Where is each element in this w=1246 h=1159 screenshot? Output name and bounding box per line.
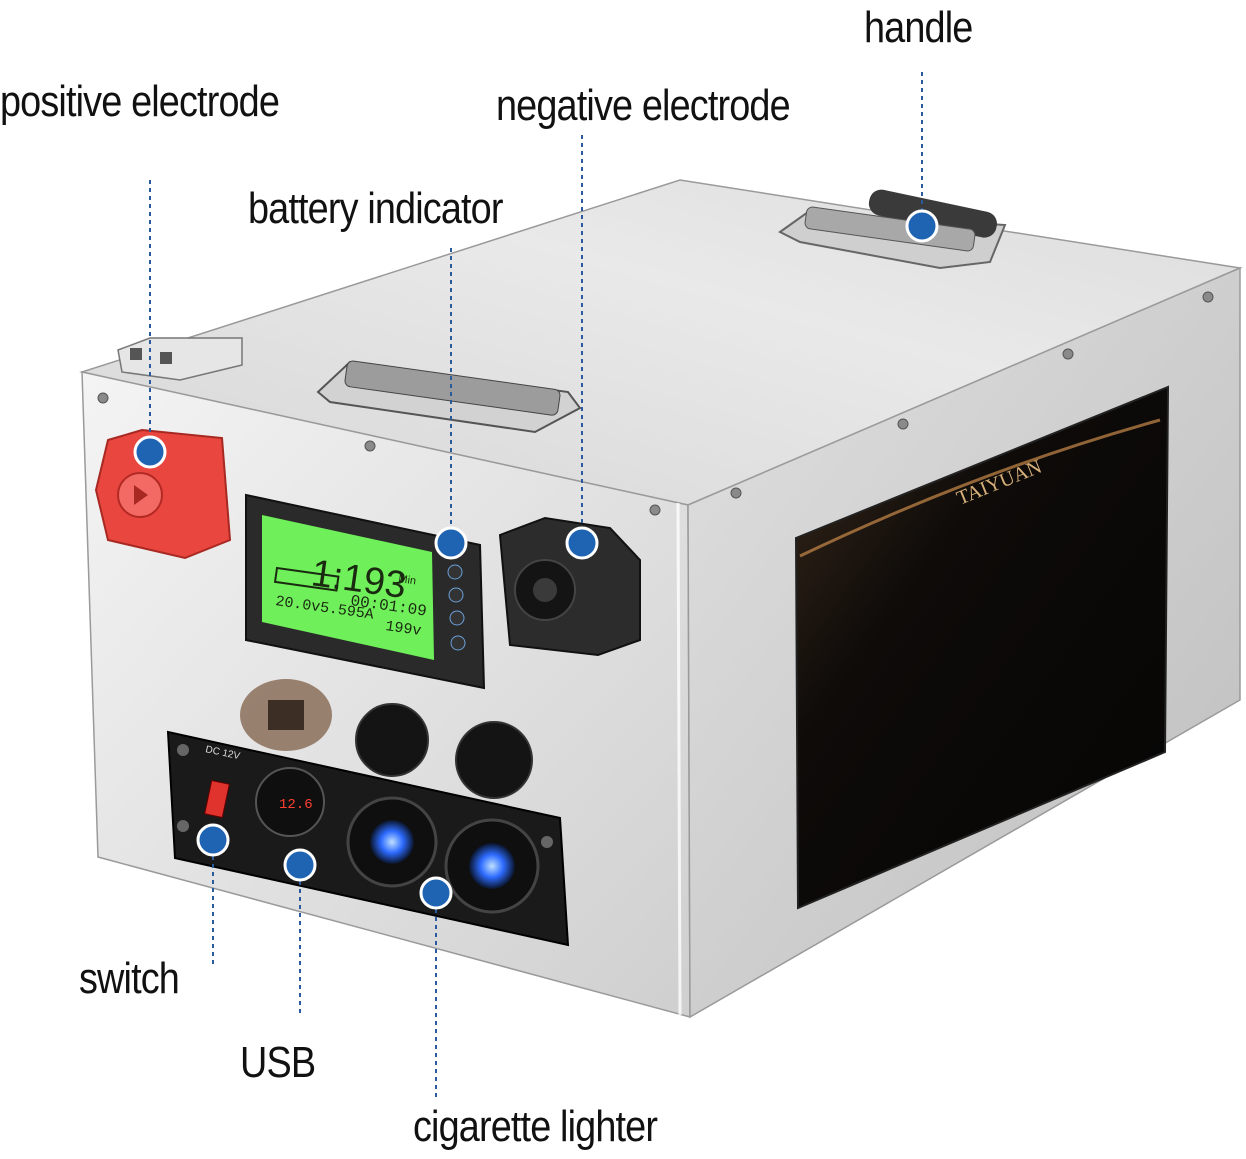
label-switch: switch bbox=[79, 954, 180, 1003]
markers bbox=[133, 209, 939, 910]
positive-terminal bbox=[94, 428, 232, 560]
handle-marker bbox=[905, 209, 939, 243]
handle-back bbox=[778, 189, 1007, 270]
label-cigarette-lighter: cigarette lighter bbox=[413, 1102, 658, 1151]
label-positive-electrode: positive electrode bbox=[0, 77, 280, 126]
svg-text:199v: 199v bbox=[384, 618, 422, 640]
battery-display: 1:193 Min 00:01:09 20.0v5.595A 199v bbox=[245, 493, 486, 690]
label-negative-electrode: negative electrode bbox=[496, 81, 791, 130]
leader-lines bbox=[149, 72, 923, 1100]
cigarette-lighter-marker bbox=[419, 876, 453, 910]
usb-marker bbox=[283, 848, 317, 882]
svg-text:Min: Min bbox=[398, 573, 417, 587]
positive-electrode-marker bbox=[133, 435, 167, 469]
label-battery-indicator: battery indicator bbox=[248, 184, 503, 233]
screws bbox=[97, 291, 1214, 516]
label-usb: USB bbox=[240, 1038, 316, 1087]
negative-electrode-marker bbox=[565, 526, 599, 560]
battery-indicator-marker bbox=[434, 526, 468, 560]
negative-terminal bbox=[498, 516, 641, 657]
switch-marker bbox=[196, 823, 230, 857]
usb-voltmeter: 12.6 bbox=[279, 797, 313, 813]
handle-front bbox=[316, 360, 582, 434]
control-panel: DC 12V 12.6 bbox=[166, 679, 570, 947]
label-handle: handle bbox=[864, 3, 973, 52]
